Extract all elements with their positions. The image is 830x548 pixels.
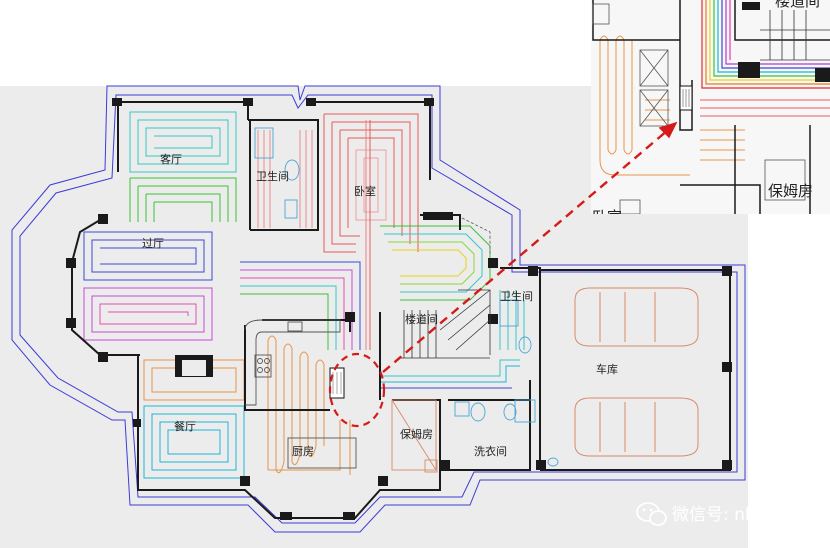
room-label-stairs: 楼道间 [405,312,438,326]
outer-outline [11,85,746,533]
room-label-bedroom: 卧室 [354,184,376,198]
wechat-icon [636,502,667,526]
zoom-arrow-head [658,121,678,139]
room-label-bathroom-main: 卫生间 [256,169,289,183]
loop-kitchen [267,335,351,475]
room-label-garage: 车库 [596,362,618,376]
loop-bathroom-main [257,130,313,228]
room-label-kitchen: 厨房 [292,445,314,458]
loop-hallway [83,231,213,341]
stair-entry-door [461,217,491,255]
room-label-nanny: 保姆房 [400,427,433,441]
right-white-area [748,214,830,548]
nanny-room-furniture [391,399,438,473]
inset-label-stairs: 楼道间 [775,0,820,10]
stairs [398,289,491,359]
inset-label-nanny: 保姆房 [768,182,813,200]
manifold-highlight-circle [328,352,386,428]
room-label-bathroom-east: 卫生间 [500,289,533,303]
room-label-laundry: 洗衣间 [474,444,507,458]
inset-label-bedroom: 卧室 [592,208,622,226]
fixtures [254,127,559,467]
room-label-dining: 餐厅 [174,419,196,433]
inset-zoom-panel: 楼道间 保姆房 卧室 [591,0,830,226]
room-label-hallway: 过厅 [142,237,164,250]
loop-bedroom [323,113,419,253]
dining-window-notch [182,360,206,376]
top-white-area [0,0,591,86]
kitchen-counter [244,319,357,469]
watermark-text: 微信号: nhvaca [672,505,796,525]
loop-living [129,111,237,222]
garage-cars [574,287,699,457]
zoom-arrow-line [382,129,669,373]
walls [71,101,731,519]
room-label-living: 客厅 [160,152,182,166]
